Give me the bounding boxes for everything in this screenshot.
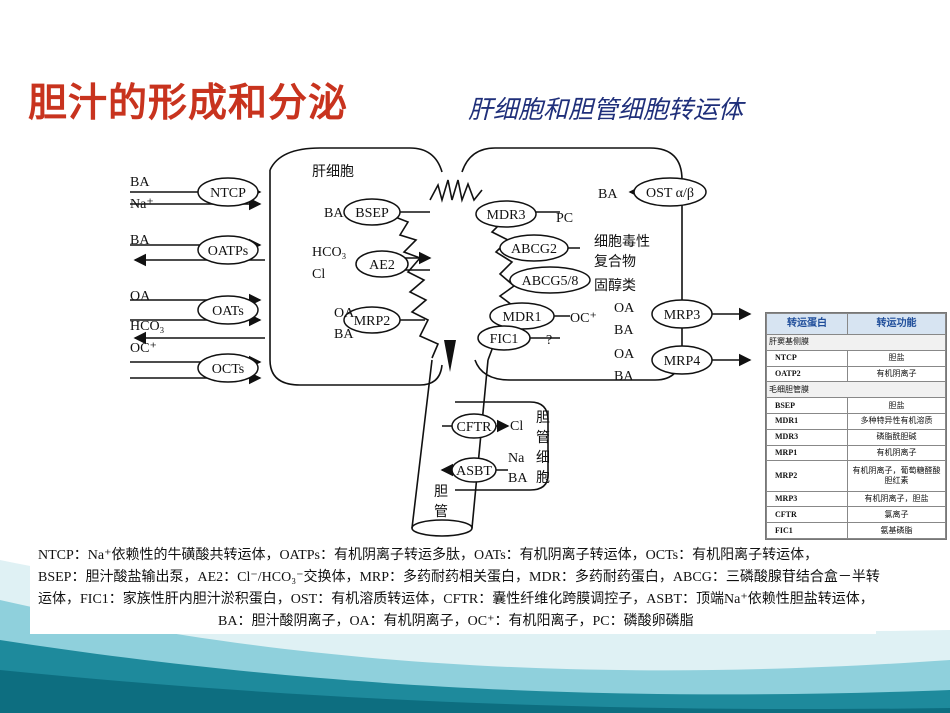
label-cholangiocyte-4: 胞 [536, 470, 550, 486]
label-question: ? [546, 333, 552, 348]
label-ba-bsep: BA [324, 206, 344, 221]
label-na-asbt: Na [508, 451, 525, 466]
slide-subtitle: 肝细胞和胆管细胞转运体 [468, 95, 744, 124]
label-cl-ae2: Cl [312, 267, 325, 282]
label-oa-mrp3: OA [614, 301, 635, 316]
transporter-ae2: AE2 [369, 258, 395, 273]
label-duct-1: 胆 [434, 485, 448, 500]
label-ba-mrp4: BA [614, 369, 634, 384]
label-hco3-ae2: HCO₃ [312, 245, 347, 260]
transporter-mrp3: MRP3 [664, 308, 701, 323]
table-section-basolateral: 肝窦基侧膜 [766, 334, 946, 351]
transporter-mdr1: MDR1 [503, 310, 542, 325]
transporter-oats: OATs [212, 304, 244, 319]
abbreviation-legend: NTCP：Na⁺依赖性的牛磺酸共转运体，OATPs：有机阴离子转运多肽，OATs… [30, 542, 880, 634]
transporter-mdr3: MDR3 [487, 208, 526, 223]
label-cytotoxic-2: 复合物 [594, 253, 636, 270]
label-ba-ost: BA [598, 187, 618, 202]
label-sterols: 固醇类 [594, 277, 636, 294]
label-ba-asbt: BA [508, 471, 528, 486]
transporter-ntcp: NTCP [210, 186, 246, 201]
transporter-abcg2: ABCG2 [511, 242, 557, 257]
label-ba-mrp2: BA [334, 327, 354, 342]
legend-line-1: NTCP：Na⁺依赖性的牛磺酸共转运体，OATPs：有机阴离子转运多肽，OATs… [38, 548, 819, 563]
transporter-mrp2: MRP2 [354, 314, 391, 329]
label-ba-mrp3: BA [614, 323, 634, 338]
transporter-ost: OST α/β [646, 186, 694, 201]
transporter-diagram: BA Na⁺ BA OA HCO₃ OC⁺ NTCP OATPs OATs OC… [130, 147, 752, 537]
transporter-oatps: OATPs [208, 244, 248, 259]
transporter-mrp4: MRP4 [664, 354, 701, 369]
label-hco3: HCO₃ [130, 319, 165, 334]
label-oc: OC⁺ [130, 341, 157, 356]
slide-title: 胆汁的形成和分泌 [28, 81, 349, 126]
legend-line-3: 运体，FIC1：家族性肝内胆汁淤积蛋白，OST：有机溶质转运体，CFTR：囊性纤… [38, 592, 874, 607]
legend-line-2: BSEP：胆汁酸盐输出泵，AE2：Cl⁻/HCO₃⁻交换体，MRP：多药耐药相关… [38, 570, 880, 585]
transporter-octs: OCTs [212, 362, 244, 377]
label-cholangiocyte-1: 胆 [536, 411, 550, 426]
label-ba-1: BA [130, 175, 150, 190]
legend-line-4: BA：胆汁酸阴离子，OA：有机阴离子，OC⁺：有机阳离子，PC：磷酸卵磷脂 [218, 614, 694, 629]
transporter-abcg58: ABCG5/8 [522, 274, 579, 289]
table-header-protein: 转运蛋白 [766, 313, 848, 335]
label-pc: PC [556, 211, 573, 226]
transporter-bsep: BSEP [355, 206, 389, 221]
label-cl-cftr: Cl [510, 419, 523, 434]
label-ba-2: BA [130, 233, 150, 248]
transporter-cftr: CFTR [456, 420, 492, 435]
label-na: Na⁺ [130, 197, 154, 212]
label-cytotoxic-1: 细胞毒性 [594, 234, 650, 250]
transporter-asbt: ASBT [456, 464, 492, 479]
label-cholangiocyte-3: 细 [536, 450, 550, 466]
table-section-canalicular: 毛细胆管膜 [766, 381, 946, 399]
label-cholangiocyte-2: 管 [536, 430, 550, 446]
label-duct-2: 管 [434, 504, 448, 520]
label-oc-mdr1: OC⁺ [570, 311, 597, 326]
transporter-fic1: FIC1 [490, 332, 519, 347]
label-oa-mrp2: OA [334, 306, 355, 321]
label-hepatocyte: 肝细胞 [312, 164, 354, 180]
label-oa-mrp4: OA [614, 347, 635, 362]
label-oa: OA [130, 289, 151, 304]
table-header-function: 转运功能 [847, 313, 946, 335]
